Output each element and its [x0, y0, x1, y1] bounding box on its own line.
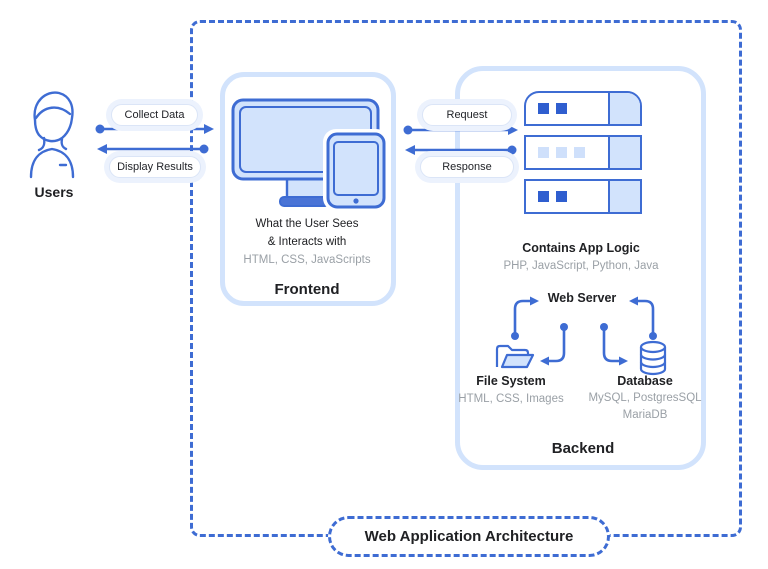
- backend-label: Backend: [551, 440, 615, 457]
- database-tech-line2: MariaDB: [622, 409, 668, 421]
- response-label: Response: [420, 156, 514, 178]
- server-panel: [608, 93, 640, 124]
- server-led: [574, 147, 585, 158]
- backend-tech: PHP, JavaScript, Python, Java: [503, 260, 659, 272]
- display-results-label: Display Results: [109, 156, 201, 178]
- database-cylinder-icon: [637, 340, 669, 376]
- frontend-tech: HTML, CSS, JavaScripts: [243, 254, 371, 266]
- users-label: Users: [34, 184, 74, 200]
- server-panel: [608, 181, 640, 212]
- server-icon-1: [524, 91, 642, 126]
- server-icon-3: [524, 179, 642, 214]
- database-tech-line1: MySQL, PostgresSQL: [588, 392, 702, 404]
- server-led: [538, 103, 549, 114]
- server-led: [556, 191, 567, 202]
- backend-description: Contains App Logic: [522, 241, 640, 255]
- server-led: [556, 103, 567, 114]
- backend-container: [455, 66, 706, 470]
- frontend-description-line2: & Interacts with: [267, 236, 347, 248]
- collect-data-label: Collect Data: [111, 104, 198, 126]
- user-icon: [20, 84, 84, 180]
- frontend-description-line1: What the User Sees: [255, 218, 359, 230]
- server-panel: [608, 137, 640, 168]
- server-led: [556, 147, 567, 158]
- file-system-label: File System: [476, 374, 546, 388]
- server-led: [538, 147, 549, 158]
- server-icon-2: [524, 135, 642, 170]
- frontend-label: Frontend: [274, 281, 340, 298]
- folder-icon: [494, 342, 536, 370]
- web-server-label: Web Server: [547, 291, 617, 305]
- file-system-tech: HTML, CSS, Images: [458, 393, 564, 405]
- database-label: Database: [617, 374, 673, 388]
- request-label: Request: [422, 104, 512, 126]
- server-led: [538, 191, 549, 202]
- monitor-tablet-icon: [228, 96, 389, 211]
- diagram-title: Web Application Architecture: [328, 516, 610, 557]
